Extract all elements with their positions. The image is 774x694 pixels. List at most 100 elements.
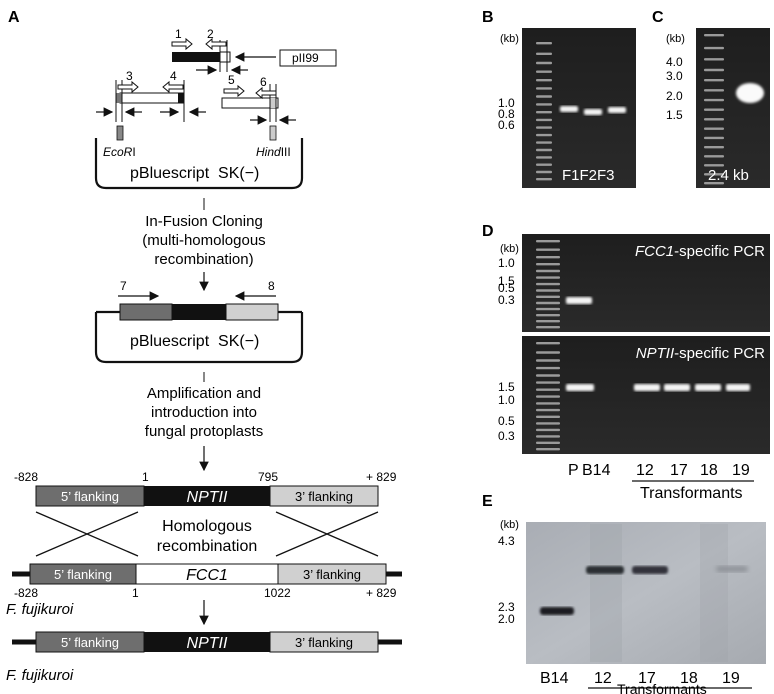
step1-line1: In-Fusion Cloning — [145, 213, 263, 230]
crossover-right — [275, 511, 379, 557]
step2-line3: fungal protoplasts — [145, 423, 263, 440]
ladder-band — [536, 342, 560, 345]
panel-e-label: E — [482, 493, 493, 510]
ladder-band — [536, 295, 560, 298]
ladder-band — [536, 240, 560, 243]
ladder-band — [704, 68, 724, 72]
gel-c-marker-3: 2.0 — [666, 89, 683, 103]
step1-line2: (multi-homologous — [142, 232, 265, 249]
ladder-band — [536, 133, 552, 137]
panel-e-unit: (kb) — [500, 519, 519, 531]
gel-d-group-label: Transformants — [640, 485, 743, 502]
ladder-band — [536, 141, 552, 144]
blot-e-marker-1: 4.3 — [498, 534, 515, 548]
ladder-band — [536, 351, 560, 354]
ladder-band — [704, 136, 724, 140]
primer-6-label: 6 — [260, 75, 267, 89]
gel-d-bottom-band-19 — [726, 384, 750, 391]
gel-d-bottom-band-p — [566, 384, 594, 391]
ladder-band — [536, 103, 552, 106]
construct-left: -828 — [14, 470, 38, 484]
ladder-band — [536, 111, 552, 114]
hindiii-label: Hind — [256, 145, 281, 159]
ladder-band — [536, 282, 560, 286]
blot-e-lane-18: 18 — [680, 670, 698, 687]
gel-d-top-marker-3: 0.5 — [498, 281, 515, 295]
gel-b-band-f3 — [608, 107, 626, 113]
blot-e-band-b14 — [540, 607, 574, 615]
ladder-band — [704, 58, 724, 61]
primer-1-arrow — [117, 80, 139, 94]
gel-d-bottom-band-12 — [634, 384, 660, 391]
blot-e-group-label: Transformants — [617, 681, 707, 694]
gel-d-bottom-band-17 — [664, 384, 690, 391]
primer-6-arrow — [255, 86, 277, 100]
vector-1 — [94, 138, 304, 190]
gel-d-top — [522, 234, 770, 332]
blot-e-lane-19: 19 — [722, 670, 740, 687]
genome-flank5-label: 5’ flanking — [54, 567, 112, 582]
ladder-band — [704, 46, 724, 50]
ladder-band — [536, 289, 560, 292]
ladder-band — [536, 52, 552, 55]
ecori-site — [116, 125, 124, 141]
ladder-band — [536, 118, 552, 122]
pii99-box — [279, 49, 337, 67]
ladder-band — [536, 415, 560, 418]
primer-1-label: 3 — [126, 69, 133, 83]
ladder-band — [704, 79, 724, 82]
ladder-band — [704, 108, 724, 111]
ladder-band — [704, 127, 724, 130]
ladder-band — [536, 148, 552, 152]
gel-b-ladder — [536, 42, 552, 181]
ladder-band — [536, 326, 560, 329]
primer-2-arrow — [162, 80, 184, 94]
genome-start: 1 — [132, 586, 139, 600]
gel-c-ladder — [704, 34, 724, 185]
pii99-label: pII99 — [292, 51, 319, 65]
ladder-band — [536, 441, 560, 444]
ladder-band — [536, 170, 552, 174]
construct-marker-label: NPTII — [187, 489, 228, 506]
gel-d-bottom-marker-3: 0.5 — [498, 414, 515, 428]
gel-b-lanes: F1F2F3 — [562, 167, 615, 184]
gel-d-lane-18: 18 — [700, 462, 718, 479]
ladder-band — [536, 408, 560, 412]
ladder-band — [536, 263, 560, 266]
panel-b-label: B — [482, 9, 494, 26]
blot-e-lane-b14: B14 — [540, 670, 569, 687]
gel-d-top-title-italic: FCC1 — [635, 243, 674, 260]
ladder-band — [704, 34, 724, 37]
ladder-band — [536, 448, 560, 451]
genome-end: 1022 — [264, 586, 291, 600]
step1-line3: recombination) — [154, 251, 253, 268]
gel-d-bottom-marker-1: 1.5 — [498, 380, 515, 394]
gel-d-bottom — [522, 336, 770, 454]
ladder-band — [536, 163, 552, 166]
insert-nptii — [172, 304, 226, 320]
ladder-band — [536, 269, 560, 273]
gel-c-marker-4: 1.5 — [666, 108, 683, 122]
hindiii-site — [269, 125, 277, 141]
genome-flank3 — [277, 563, 387, 585]
svg-text:HindIII: HindIII — [256, 145, 291, 159]
ladder-band — [536, 359, 560, 362]
nptii-fragment-tail — [219, 51, 231, 63]
result-flank3-label: 3’ flanking — [295, 635, 353, 650]
gel-d-top-ladder — [536, 240, 560, 329]
svg-text:EcoRI: EcoRI — [103, 145, 136, 159]
panel-e: E (kb) 4.3 2.3 2.0 B14 12 17 18 19 Trans… — [482, 493, 766, 694]
ladder-band — [536, 307, 560, 311]
ladder-band — [536, 301, 560, 305]
ladder-band — [704, 164, 724, 167]
gel-d-bottom-ladder — [536, 342, 560, 451]
gel-c — [696, 28, 770, 188]
insert-flank5 — [119, 303, 173, 321]
gel-d-top-band-b14 — [566, 297, 592, 304]
blot-e-band-17 — [632, 566, 668, 574]
gel-d-lane-12: 12 — [636, 462, 654, 479]
construct-flank3-label: 3’ flanking — [295, 489, 353, 504]
homologous-line2: recombination — [157, 538, 258, 555]
result-organism: F. fujikuroi — [6, 667, 74, 684]
insert-flank3 — [225, 303, 279, 321]
